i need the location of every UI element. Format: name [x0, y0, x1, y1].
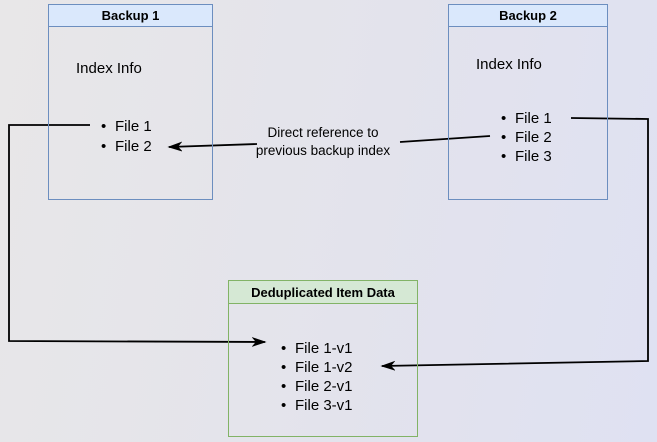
- backup1-box: Backup 1 Index Info • File 1 • File 2: [48, 4, 213, 200]
- list-item: • File 1: [101, 116, 152, 136]
- dedup-header: Deduplicated Item Data: [229, 281, 417, 304]
- bullet-icon: •: [501, 110, 507, 127]
- list-item: • File 1: [501, 109, 552, 128]
- bullet-icon: •: [501, 148, 507, 165]
- backup1-index-info-label: Index Info: [76, 60, 142, 77]
- bullet-icon: •: [281, 378, 287, 395]
- file-label: File 3-v1: [295, 397, 353, 414]
- file-label: File 2-v1: [295, 378, 353, 395]
- list-item: • File 2: [501, 128, 552, 147]
- file-label: File 3: [515, 148, 552, 165]
- edge-label-direct-reference: Direct reference to previous backup inde…: [255, 125, 391, 158]
- file-label: File 1: [515, 110, 552, 127]
- backup1-header: Backup 1: [49, 5, 212, 27]
- list-item: • File 1-v1: [281, 339, 353, 358]
- bullet-icon: •: [501, 129, 507, 146]
- list-item: • File 3-v1: [281, 396, 353, 415]
- bullet-icon: •: [101, 137, 107, 155]
- bullet-icon: •: [281, 340, 287, 357]
- file-label: File 2: [515, 129, 552, 146]
- backup2-index-info-label: Index Info: [476, 56, 542, 73]
- list-item: • File 1-v2: [281, 358, 353, 377]
- bullet-icon: •: [281, 359, 287, 376]
- dedup-file-list: • File 1-v1 • File 1-v2 • File 2-v1 • Fi…: [281, 339, 353, 415]
- bullet-icon: •: [101, 117, 107, 135]
- file-label: File 1-v1: [295, 340, 353, 357]
- dedup-box: Deduplicated Item Data • File 1-v1 • Fil…: [228, 280, 418, 437]
- list-item: • File 2: [101, 136, 152, 156]
- file-label: File 2: [115, 137, 152, 155]
- file-label: File 1: [115, 117, 152, 135]
- backup2-box: Backup 2 Index Info • File 1 • File 2 • …: [448, 4, 608, 200]
- bullet-icon: •: [281, 397, 287, 414]
- backup1-file-list: • File 1 • File 2: [101, 116, 152, 156]
- list-item: • File 2-v1: [281, 377, 353, 396]
- file-label: File 1-v2: [295, 359, 353, 376]
- list-item: • File 3: [501, 147, 552, 166]
- backup2-file-list: • File 1 • File 2 • File 3: [501, 109, 552, 166]
- backup2-header: Backup 2: [449, 5, 607, 27]
